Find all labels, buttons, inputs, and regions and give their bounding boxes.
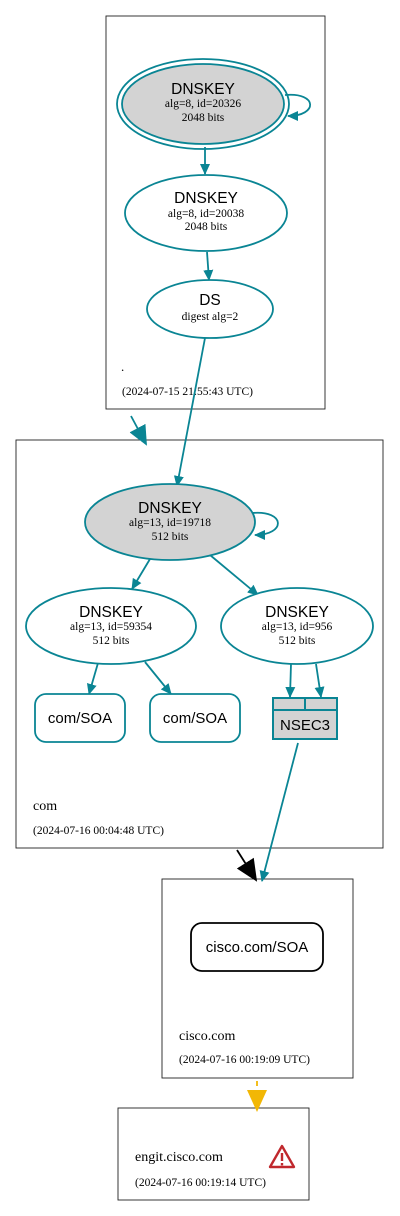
node-root-ksk-line1: alg=8, id=20326 — [165, 98, 241, 110]
node-com-zsk2-line2: 512 bits — [279, 635, 316, 647]
node-com-ksk-line1: alg=13, id=19718 — [129, 517, 211, 529]
edge-com-ksk-self — [251, 511, 279, 540]
warning-icon — [268, 1144, 296, 1169]
edge-com-ksk-zsk2 — [209, 554, 259, 596]
node-com-soa1-label: com/SOA — [48, 710, 112, 727]
edge-nsec3-cisco — [259, 742, 299, 882]
edge-zsk2-nsec3-a — [285, 663, 296, 698]
node-nsec3: NSEC3 — [272, 697, 338, 740]
node-root-zsk-line1: alg=8, id=20038 — [168, 208, 244, 220]
zone-engit-name: engit.cisco.com — [135, 1150, 223, 1165]
node-com-soa1: com/SOA — [34, 693, 126, 743]
edge-com-cisco-delegation — [236, 849, 258, 882]
node-root-zsk-line2: 2048 bits — [185, 221, 228, 233]
node-cisco-soa-label: cisco.com/SOA — [206, 939, 309, 956]
node-root-ds-title: DS — [199, 292, 221, 309]
edge-zsk1-soa1 — [86, 662, 99, 695]
node-com-zsk2: DNSKEY alg=13, id=956 512 bits — [220, 587, 374, 665]
zone-cisco — [161, 878, 354, 1079]
node-root-ksk: DNSKEY alg=8, id=20326 2048 bits — [116, 58, 290, 150]
node-nsec3-label: NSEC3 — [280, 717, 330, 734]
edge-root-ksk-self — [284, 93, 312, 121]
node-com-ksk: DNSKEY alg=13, id=19718 512 bits — [84, 483, 256, 561]
node-com-soa2-label: com/SOA — [163, 710, 227, 727]
node-root-ksk-line2: 2048 bits — [182, 112, 225, 124]
edge-root-zsk-ds — [203, 251, 214, 281]
node-com-ksk-title: DNSKEY — [138, 500, 202, 517]
node-com-zsk1-line1: alg=13, id=59354 — [70, 621, 152, 633]
node-com-zsk2-line1: alg=13, id=956 — [262, 621, 333, 633]
edge-zsk2-nsec3-b — [314, 663, 325, 698]
edge-com-ksk-zsk1 — [131, 558, 151, 590]
node-com-soa2: com/SOA — [149, 693, 241, 743]
node-com-zsk1-line2: 512 bits — [93, 635, 130, 647]
zone-com-name: com — [33, 799, 57, 814]
zone-engit-timestamp: (2024-07-16 00:19:14 UTC) — [135, 1177, 266, 1189]
node-com-zsk1-title: DNSKEY — [79, 604, 143, 621]
node-root-zsk: DNSKEY alg=8, id=20038 2048 bits — [124, 174, 288, 252]
node-com-zsk2-title: DNSKEY — [265, 604, 329, 621]
zone-root-name: . — [121, 359, 124, 374]
zone-cisco-timestamp: (2024-07-16 00:19:09 UTC) — [179, 1054, 310, 1066]
node-root-ds: DS digest alg=2 — [146, 279, 274, 339]
edge-ds-com-ksk — [173, 337, 206, 487]
node-com-ksk-line2: 512 bits — [152, 531, 189, 543]
node-cisco-soa: cisco.com/SOA — [190, 922, 324, 972]
edge-root-com-delegation — [129, 415, 147, 446]
node-root-zsk-title: DNSKEY — [174, 190, 238, 207]
node-root-ds-line1: digest alg=2 — [182, 311, 239, 323]
zone-root-timestamp: (2024-07-15 21:55:43 UTC) — [122, 386, 253, 398]
node-root-ksk-title: DNSKEY — [171, 81, 235, 98]
edge-zsk1-soa2 — [144, 661, 172, 695]
zone-cisco-name: cisco.com — [179, 1029, 235, 1044]
node-com-zsk1: DNSKEY alg=13, id=59354 512 bits — [25, 587, 197, 665]
zone-com-timestamp: (2024-07-16 00:04:48 UTC) — [33, 825, 164, 837]
